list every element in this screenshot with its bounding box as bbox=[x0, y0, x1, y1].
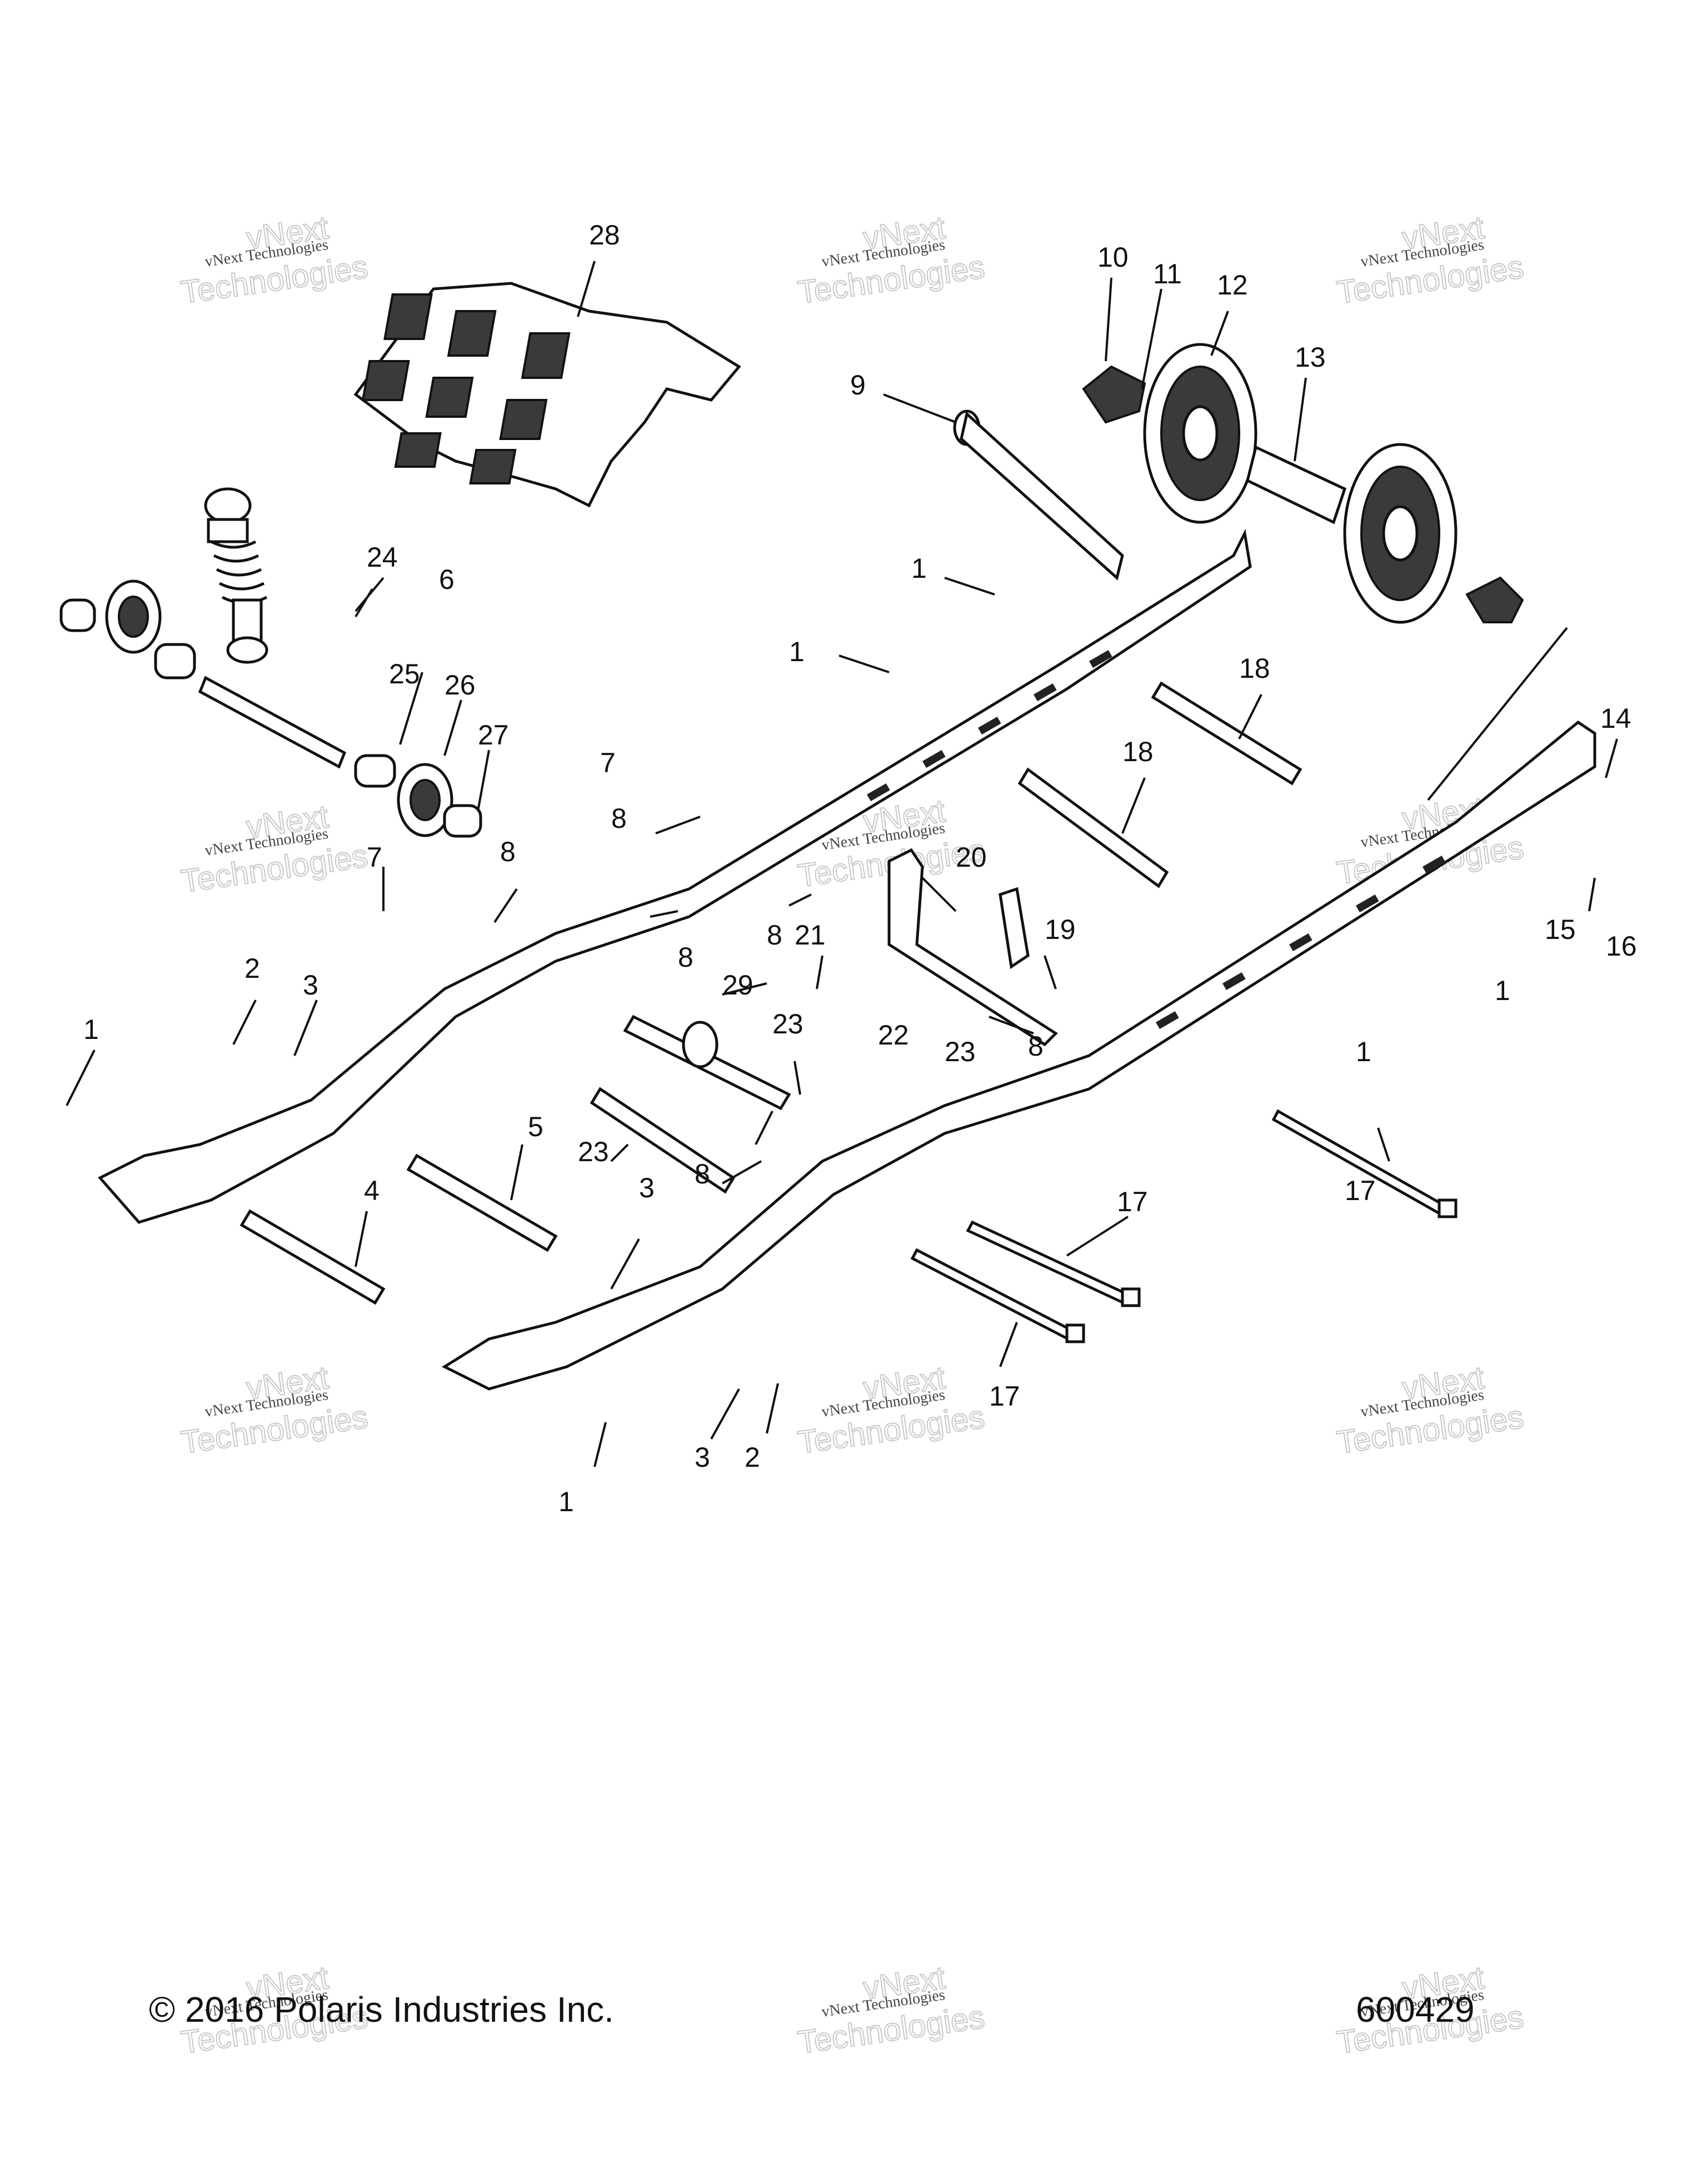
callout-3-c: 3 bbox=[695, 1442, 710, 1473]
right-rail bbox=[441, 720, 1596, 1391]
watermark: Technologies vNext vNext Technologies bbox=[1334, 1959, 1526, 2061]
leader-lines bbox=[66, 261, 1618, 1467]
callout-2-a: 2 bbox=[244, 953, 260, 984]
callout-17-c: 17 bbox=[989, 1381, 1020, 1412]
callout-24: 24 bbox=[367, 542, 398, 573]
callout-23-c: 23 bbox=[578, 1136, 609, 1167]
callout-1-d: 1 bbox=[1356, 1036, 1371, 1067]
axle-23 bbox=[590, 1087, 736, 1194]
callout-8-c: 8 bbox=[767, 919, 782, 951]
callout-9: 9 bbox=[850, 369, 866, 401]
callout-2-b: 2 bbox=[745, 1442, 760, 1473]
watermark: Technologies vNext vNext Technologies bbox=[1334, 1359, 1526, 1461]
callout-19: 19 bbox=[1045, 914, 1076, 945]
callout-10: 10 bbox=[1097, 242, 1129, 273]
bracket-20 bbox=[887, 848, 1058, 1047]
callout-1-c: 1 bbox=[1495, 975, 1510, 1006]
callout-21: 21 bbox=[795, 919, 826, 951]
callout-1-e: 1 bbox=[83, 1014, 99, 1045]
watermark: Technologies vNext vNext Technologies bbox=[178, 209, 371, 311]
copyright-notice: © 2016 Polaris Industries Inc. bbox=[149, 1990, 614, 2030]
callout-1-b: 1 bbox=[789, 636, 805, 667]
axle-4 bbox=[239, 1209, 386, 1305]
callout-4: 4 bbox=[364, 1175, 380, 1206]
callout-1-a: 1 bbox=[911, 553, 927, 584]
callout-7-a: 7 bbox=[600, 747, 616, 778]
drawing-number: 600429 bbox=[1356, 1990, 1475, 2030]
callout-8-f: 8 bbox=[695, 1158, 710, 1190]
callout-15: 15 bbox=[1545, 914, 1576, 945]
watermark: Technologies vNext vNext Technologies bbox=[795, 1359, 987, 1461]
callout-7-b: 7 bbox=[367, 842, 382, 873]
watermark: Technologies vNext vNext Technologies bbox=[795, 209, 987, 311]
callout-29: 29 bbox=[722, 969, 753, 1001]
callout-28: 28 bbox=[589, 219, 620, 251]
callout-20: 20 bbox=[956, 842, 987, 873]
callout-23-b: 23 bbox=[945, 1036, 976, 1067]
callout-6: 6 bbox=[439, 564, 455, 595]
callout-25: 25 bbox=[389, 658, 420, 689]
callout-5: 5 bbox=[528, 1111, 543, 1142]
bolt-17-mid bbox=[966, 1220, 1141, 1307]
cap-10 bbox=[1082, 365, 1146, 424]
callout-17-b: 17 bbox=[1117, 1186, 1148, 1217]
callout-1-f: 1 bbox=[558, 1486, 574, 1517]
cap-10-right bbox=[1465, 576, 1524, 623]
callout-18-b: 18 bbox=[1122, 736, 1154, 767]
callout-8-d: 8 bbox=[678, 942, 693, 973]
callout-16: 16 bbox=[1606, 931, 1637, 962]
shaft-29 bbox=[623, 1014, 791, 1111]
spacer-13 bbox=[1246, 445, 1347, 524]
callout-12: 12 bbox=[1217, 269, 1248, 301]
callout-26: 26 bbox=[445, 669, 476, 701]
watermark: Technologies vNext vNext Technologies bbox=[795, 1959, 987, 2061]
callout-8-a: 8 bbox=[611, 803, 627, 834]
axle-upper bbox=[198, 676, 396, 788]
axle-5 bbox=[406, 1153, 558, 1252]
callout-3-b: 3 bbox=[639, 1172, 655, 1203]
bolt-17-lower bbox=[910, 1248, 1085, 1343]
callouts: 28 10 11 12 13 9 24 6 25 26 27 1 1 18 18… bbox=[83, 219, 1637, 1517]
callout-17-a: 17 bbox=[1345, 1175, 1376, 1206]
callout-8-e: 8 bbox=[1028, 1031, 1044, 1062]
callout-3-a: 3 bbox=[303, 969, 318, 1001]
callout-23-a: 23 bbox=[772, 1008, 803, 1039]
cross-shaft-18-upper bbox=[1151, 681, 1302, 786]
callout-18-a: 18 bbox=[1239, 653, 1270, 684]
rear-wheel-right bbox=[1343, 443, 1458, 624]
callout-27: 27 bbox=[478, 719, 509, 751]
callout-22: 22 bbox=[878, 1019, 909, 1051]
bolt-17-right bbox=[1271, 1109, 1458, 1218]
cross-shaft-18-lower bbox=[1017, 767, 1169, 888]
track-section bbox=[353, 282, 741, 508]
watermark: Technologies vNext vNext Technologies bbox=[178, 798, 371, 900]
watermark: Technologies vNext vNext Technologies bbox=[1334, 209, 1526, 311]
left-rail bbox=[97, 529, 1252, 1224]
callout-14: 14 bbox=[1600, 703, 1631, 734]
idler-wheel-front-lower bbox=[397, 763, 482, 838]
rear-wheel-left bbox=[1143, 343, 1257, 524]
shock-absorber bbox=[204, 487, 268, 664]
callout-11: 11 bbox=[1153, 258, 1182, 289]
callout-8-b: 8 bbox=[500, 836, 516, 867]
rear-axle bbox=[953, 409, 1124, 581]
watermark: Technologies vNext vNext Technologies bbox=[178, 1359, 371, 1461]
callout-13: 13 bbox=[1295, 342, 1326, 373]
idler-wheel-front-upper bbox=[59, 579, 196, 679]
